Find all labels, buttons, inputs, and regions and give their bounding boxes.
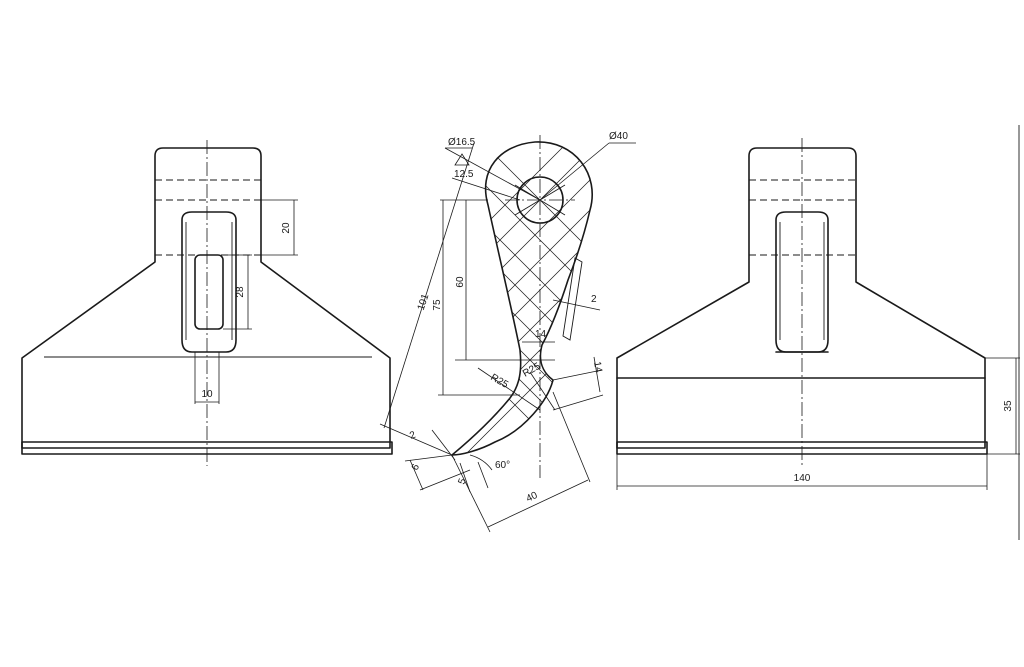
ext-40-a: [552, 391, 591, 483]
right-view-outline: [616, 147, 986, 449]
dim-neck-width: 14: [535, 329, 547, 340]
tolerance-triangle: [454, 153, 470, 166]
dim-line-6: [409, 459, 424, 491]
leader-tolerance: [451, 177, 521, 201]
dim-tip-angle: 60°: [495, 460, 510, 471]
dim-line-14-tip: [593, 356, 601, 393]
center-section-view: [379, 135, 636, 533]
dim-height-75: 75: [432, 299, 443, 311]
dim-line-5: [459, 462, 471, 493]
right-view: [616, 125, 1020, 540]
left-window: [194, 254, 224, 330]
leader-r25-b: [529, 371, 556, 411]
ext-6-b: [419, 469, 471, 491]
leader-2-edge: [431, 429, 456, 461]
ext-101: [379, 423, 453, 456]
dim-height-60: 60: [455, 276, 466, 288]
left-view: [21, 140, 393, 466]
dim-left-window-height: 28: [235, 286, 246, 298]
right-slot-outline: [775, 211, 829, 353]
dim-line-40: [487, 479, 589, 528]
dim-fillet-b: R25: [521, 361, 543, 380]
dim-overall-slant: 101: [416, 292, 432, 312]
section-hatching: [452, 141, 593, 456]
dim-edge-thickness: 2: [408, 429, 417, 441]
ext-40-b: [451, 454, 491, 533]
dim-tolerance: 12.5: [454, 169, 474, 180]
dim-blade-length: 40: [525, 490, 540, 505]
dim-boss-diameter: Ø40: [609, 131, 628, 142]
dim-overall-width: 140: [794, 473, 811, 484]
side-groove: [562, 257, 583, 341]
leader-groove: [552, 299, 601, 311]
dim-line-101: [383, 142, 475, 429]
leader-boss: [539, 142, 610, 201]
dim-base-height: 35: [1003, 400, 1014, 412]
dim-tip-step: 5: [456, 477, 468, 486]
left-slot-outline: [181, 211, 237, 353]
ext-14-tip-b: [552, 394, 604, 411]
dim-tip-offset: 14: [591, 361, 604, 374]
left-view-outline: [21, 147, 391, 449]
ext-6-a: [404, 454, 453, 462]
dim-fillet-a: R25: [489, 372, 511, 391]
angle-arc-60: [469, 454, 493, 471]
ext-5: [477, 461, 489, 489]
dim-pin-diameter: Ø16.5: [448, 137, 476, 148]
section-outline: [451, 141, 593, 456]
leader-pin: [444, 147, 541, 201]
dim-groove-depth: 2: [591, 294, 597, 305]
dim-left-window-width: 10: [201, 389, 213, 400]
ext-14-tip-a: [552, 369, 603, 381]
dim-left-slot-height: 20: [281, 222, 292, 234]
leader-r25-a: [477, 367, 541, 411]
dim-tip-width: 6: [410, 462, 423, 472]
